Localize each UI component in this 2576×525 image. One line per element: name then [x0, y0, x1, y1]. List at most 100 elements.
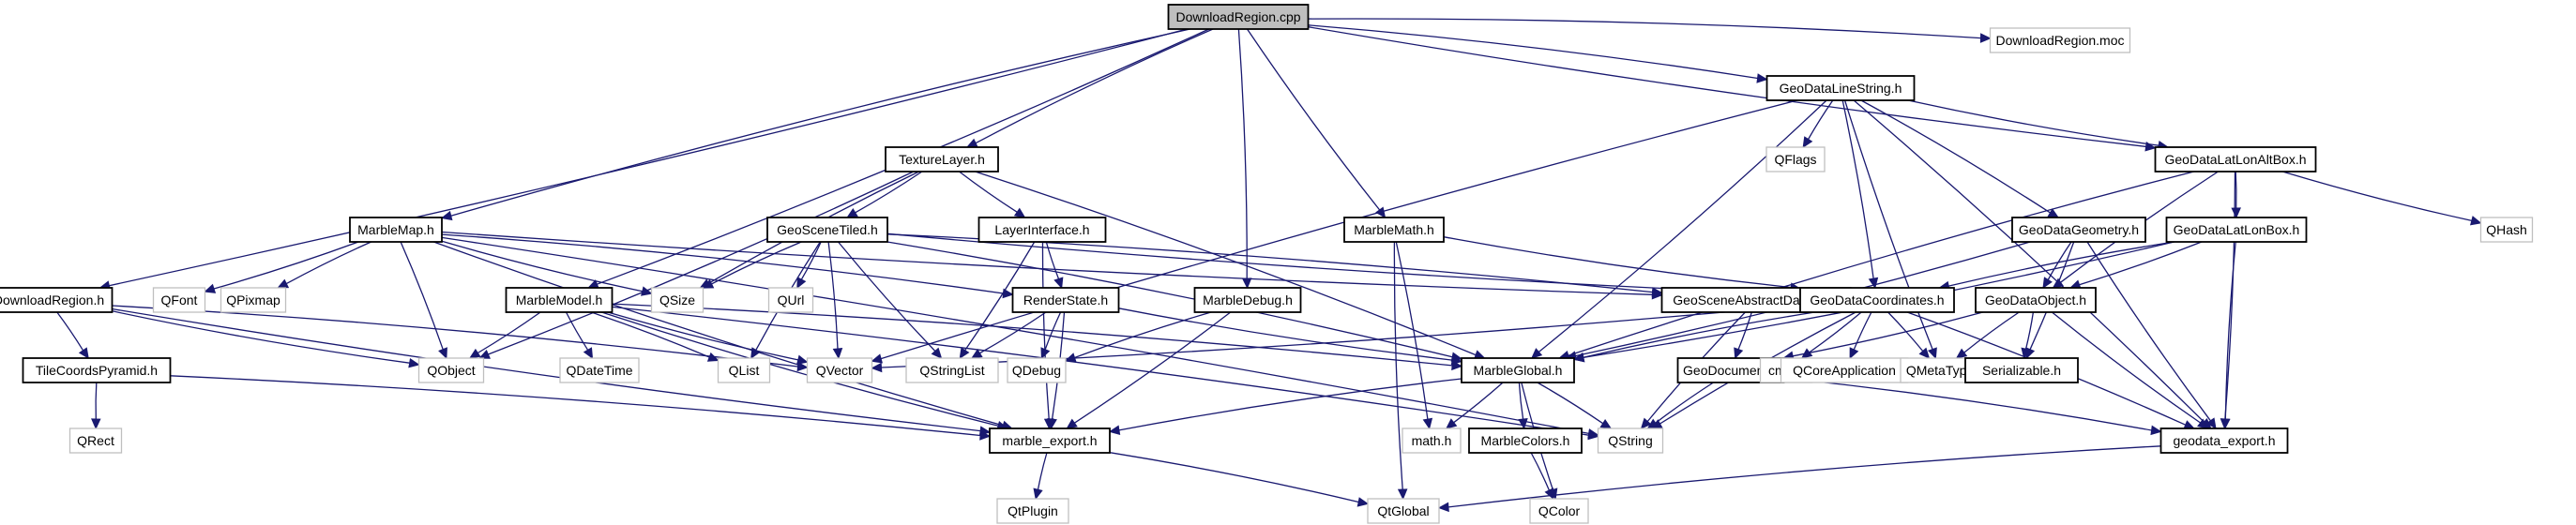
node-box	[1461, 357, 1575, 383]
node-tilecoords[interactable]: TileCoordsPyramid.h	[22, 357, 172, 383]
node-label: QVector	[816, 363, 864, 378]
arrowhead-icon	[979, 430, 992, 441]
edge-linestring-to-latlonalt	[1907, 99, 2159, 146]
arrowhead-icon	[1002, 288, 1014, 299]
arrowhead-icon	[91, 418, 101, 430]
edge-marblemodel-to-qlist	[590, 311, 710, 358]
node-latlonalt[interactable]: GeoDataLatLonAltBox.h	[2154, 146, 2317, 172]
edge-root-to-marbledebug	[1237, 28, 1248, 279]
edge-renderstate-to-qstringlist	[979, 311, 1047, 354]
node-scenetiled[interactable]: GeoSceneTiled.h	[766, 217, 888, 243]
node-marblecolors[interactable]: MarbleColors.h	[1468, 428, 1583, 454]
arrowhead-icon	[1397, 488, 1408, 501]
arrowhead-icon	[1734, 347, 1744, 360]
edge-root-to-marblemap	[450, 28, 1190, 217]
node-linestring[interactable]: GeoDataLineString.h	[1765, 75, 1916, 101]
edge-dlregionh-to-marbleexport	[112, 308, 981, 432]
edge-geodocument-to-geodataexport	[1783, 377, 2152, 431]
arrowhead-icon	[2021, 347, 2031, 360]
node-texturelayer[interactable]: TextureLayer.h	[885, 146, 999, 172]
arrowhead-icon	[1979, 33, 1992, 43]
node-label: QStringList	[919, 363, 984, 378]
edge-marbleexport-to-qtglobal	[1109, 452, 1359, 503]
node-label: MarbleDebug.h	[1203, 292, 1293, 308]
edges-layer	[56, 18, 2482, 513]
arrowhead-icon	[1108, 425, 1121, 435]
node-geometry[interactable]: GeoDataGeometry.h	[2011, 217, 2146, 243]
node-dlregionh[interactable]: DownloadRegion.h	[0, 287, 114, 313]
arrowhead-icon	[846, 207, 858, 218]
node-label: QString	[1608, 433, 1652, 448]
edge-object-to-qmetatype	[1963, 311, 2020, 353]
node-label: GeoDocument.h	[1683, 363, 1779, 378]
arrowhead-icon	[1599, 418, 1613, 429]
node-qcolor: QColor	[1529, 498, 1589, 524]
node-renderstate[interactable]: RenderState.h	[1011, 287, 1120, 313]
arrowhead-icon	[1530, 348, 1543, 359]
node-root[interactable]: DownloadRegion.cpp	[1167, 4, 1310, 30]
node-marbleglobal[interactable]: MarbleGlobal.h	[1461, 357, 1575, 383]
node-label: QColor	[1538, 503, 1581, 518]
node-box	[1367, 498, 1440, 524]
arrowhead-icon	[408, 357, 420, 368]
node-label: GeoDataGeometry.h	[2019, 222, 2139, 237]
node-box	[2165, 217, 2308, 243]
node-qtglobal: QtGlobal	[1367, 498, 1440, 524]
arrowhead-icon	[1437, 502, 1449, 513]
arrowhead-icon	[1544, 488, 1554, 501]
node-layeriface[interactable]: LayerInterface.h	[977, 217, 1107, 243]
node-label: MarbleGlobal.h	[1474, 363, 1563, 378]
node-box	[1468, 428, 1583, 454]
node-box	[905, 357, 999, 383]
edge-dlregionh-to-qobject	[112, 310, 410, 364]
node-box	[220, 287, 287, 313]
edge-layeriface-to-qstringlist	[964, 241, 1036, 351]
node-coords[interactable]: GeoDataCoordinates.h	[1799, 287, 1955, 313]
node-box	[1529, 498, 1589, 524]
node-qfont: QFont	[152, 287, 206, 313]
node-label: geodata_export.h	[2174, 433, 2276, 448]
node-moc: DownloadRegion.moc	[1989, 27, 2131, 53]
node-label: GeoSceneTiled.h	[777, 222, 878, 237]
node-marblemap[interactable]: MarbleMap.h	[349, 217, 443, 243]
node-label: DownloadRegion.cpp	[1175, 9, 1300, 24]
node-object[interactable]: GeoDataObject.h	[1975, 287, 2097, 313]
node-latlon[interactable]: GeoDataLatLonBox.h	[2165, 217, 2308, 243]
arrowhead-icon	[2197, 418, 2209, 429]
node-geodataexport[interactable]: geodata_export.h	[2159, 428, 2289, 454]
arrowhead-icon	[2231, 207, 2241, 219]
node-serializable[interactable]: Serializable.h	[1964, 357, 2079, 383]
edge-marblemodel-to-qobject	[477, 311, 541, 354]
edge-object-to-geodataexport	[2051, 311, 2201, 424]
node-label: DownloadRegion.moc	[1996, 33, 2125, 48]
node-label: Serializable.h	[1982, 363, 2061, 378]
node-marbledebug[interactable]: MarbleDebug.h	[1193, 287, 1302, 313]
arrowhead-icon	[2470, 216, 2482, 226]
arrowhead-icon	[277, 278, 290, 289]
node-marblemath[interactable]: MarbleMath.h	[1343, 217, 1445, 243]
arrowhead-icon	[1013, 207, 1026, 218]
node-label: GeoDataLineString.h	[1780, 81, 1902, 96]
arrowhead-icon	[1849, 347, 1859, 360]
edge-latlon-to-object	[2079, 241, 2203, 286]
arrowhead-icon	[583, 347, 594, 360]
arrowhead-icon	[796, 361, 809, 372]
arrowhead-icon	[959, 347, 970, 360]
edge-object-to-geodocument	[1792, 311, 1983, 357]
node-box	[989, 428, 1111, 454]
edge-root-to-latlonalt	[1308, 26, 2146, 148]
node-marbleexport[interactable]: marble_export.h	[989, 428, 1111, 454]
arrowhead-icon	[1066, 418, 1078, 429]
arrowhead-icon	[78, 347, 89, 359]
arrowhead-icon	[1040, 347, 1051, 360]
edge-latlonalt-to-latlon	[2235, 171, 2237, 209]
arrowhead-icon	[1928, 347, 1937, 360]
node-label: QObject	[427, 363, 475, 378]
arrowhead-icon	[1587, 429, 1599, 441]
node-label: QMetaType	[1906, 363, 1975, 378]
edge-geometry-to-geodataexport	[2086, 241, 2211, 422]
node-qurl: QUrl	[767, 287, 814, 313]
node-qstringlist: QStringList	[905, 357, 999, 383]
node-marblemodel[interactable]: MarbleModel.h	[505, 287, 614, 313]
node-label: QUrl	[778, 292, 805, 308]
